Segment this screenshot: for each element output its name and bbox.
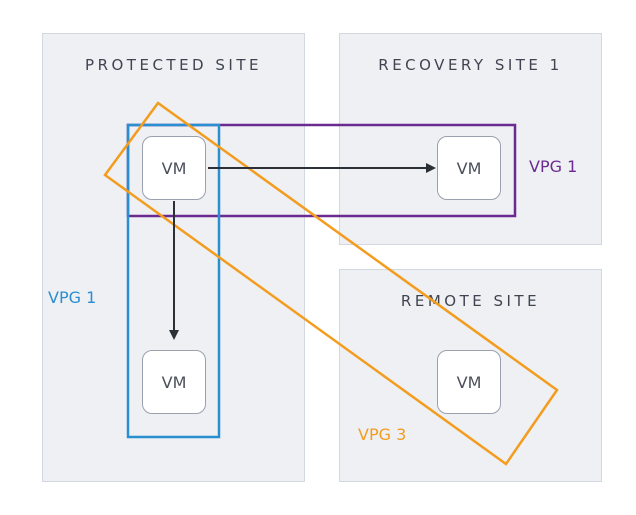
vm-protected-bottom[interactable]: VM (142, 350, 206, 414)
vpg-blue-label: VPG 1 (48, 288, 97, 307)
recovery-site-title: RECOVERY SITE 1 (378, 56, 563, 74)
protected-site: PROTECTED SITE (42, 33, 305, 482)
vm-remote[interactable]: VM (437, 350, 501, 414)
vpg-purple-label: VPG 1 (529, 157, 578, 176)
vpg-orange-label: VPG 3 (358, 425, 407, 444)
vm-protected-top[interactable]: VM (142, 136, 206, 200)
protected-site-title: PROTECTED SITE (85, 56, 262, 74)
remote-site-title: REMOTE SITE (400, 292, 541, 310)
vm-recovery[interactable]: VM (437, 136, 501, 200)
